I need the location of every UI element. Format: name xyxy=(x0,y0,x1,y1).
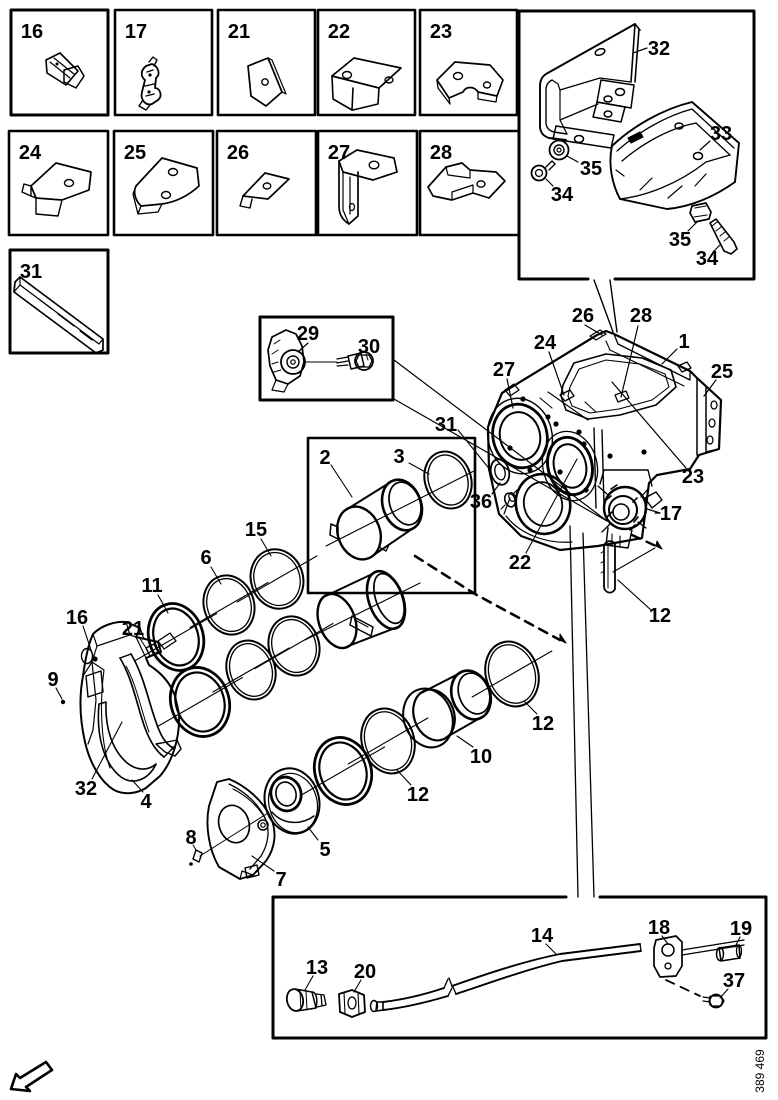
svg-text:24: 24 xyxy=(19,142,42,164)
svg-text:12: 12 xyxy=(649,605,671,627)
svg-text:25: 25 xyxy=(124,142,146,164)
svg-text:26: 26 xyxy=(572,305,594,327)
svg-text:3: 3 xyxy=(393,446,404,468)
svg-text:15: 15 xyxy=(245,519,267,541)
svg-text:18: 18 xyxy=(648,917,670,939)
svg-text:13: 13 xyxy=(306,957,328,979)
svg-text:20: 20 xyxy=(354,961,376,983)
svg-text:35: 35 xyxy=(580,158,602,180)
svg-text:31: 31 xyxy=(20,261,42,283)
svg-text:22: 22 xyxy=(328,21,350,43)
svg-text:10: 10 xyxy=(470,746,492,768)
svg-text:11: 11 xyxy=(141,575,162,597)
svg-text:21: 21 xyxy=(122,618,144,640)
svg-text:14: 14 xyxy=(531,925,554,947)
svg-text:19: 19 xyxy=(730,918,752,940)
svg-text:17: 17 xyxy=(660,503,682,525)
svg-text:36: 36 xyxy=(470,491,492,513)
svg-text:26: 26 xyxy=(227,142,249,164)
svg-text:5: 5 xyxy=(319,839,330,861)
svg-text:34: 34 xyxy=(696,248,719,270)
svg-text:34: 34 xyxy=(551,184,574,206)
svg-text:1: 1 xyxy=(678,331,689,353)
svg-text:32: 32 xyxy=(648,38,670,60)
svg-text:389 469: 389 469 xyxy=(753,1049,767,1093)
svg-text:6: 6 xyxy=(200,547,211,569)
svg-text:27: 27 xyxy=(493,359,515,381)
svg-text:27: 27 xyxy=(328,142,350,164)
svg-text:25: 25 xyxy=(711,361,733,383)
svg-text:33: 33 xyxy=(710,123,732,145)
svg-text:7: 7 xyxy=(275,869,286,891)
svg-text:32: 32 xyxy=(75,778,97,800)
svg-text:16: 16 xyxy=(21,21,43,43)
svg-text:37: 37 xyxy=(723,970,745,992)
svg-text:2: 2 xyxy=(319,447,330,469)
svg-text:28: 28 xyxy=(630,305,652,327)
svg-text:21: 21 xyxy=(228,21,250,43)
svg-text:12: 12 xyxy=(532,713,554,735)
svg-text:9: 9 xyxy=(47,669,58,691)
svg-text:16: 16 xyxy=(66,607,88,629)
svg-text:8: 8 xyxy=(185,827,196,849)
svg-text:24: 24 xyxy=(534,332,557,354)
svg-text:31: 31 xyxy=(435,414,457,436)
svg-text:17: 17 xyxy=(125,21,147,43)
svg-text:23: 23 xyxy=(682,466,704,488)
svg-text:12: 12 xyxy=(407,784,429,806)
svg-text:22: 22 xyxy=(509,552,531,574)
svg-text:28: 28 xyxy=(430,142,452,164)
svg-text:35: 35 xyxy=(669,229,691,251)
svg-text:4: 4 xyxy=(140,791,152,813)
svg-text:29: 29 xyxy=(297,323,319,345)
svg-text:23: 23 xyxy=(430,21,452,43)
